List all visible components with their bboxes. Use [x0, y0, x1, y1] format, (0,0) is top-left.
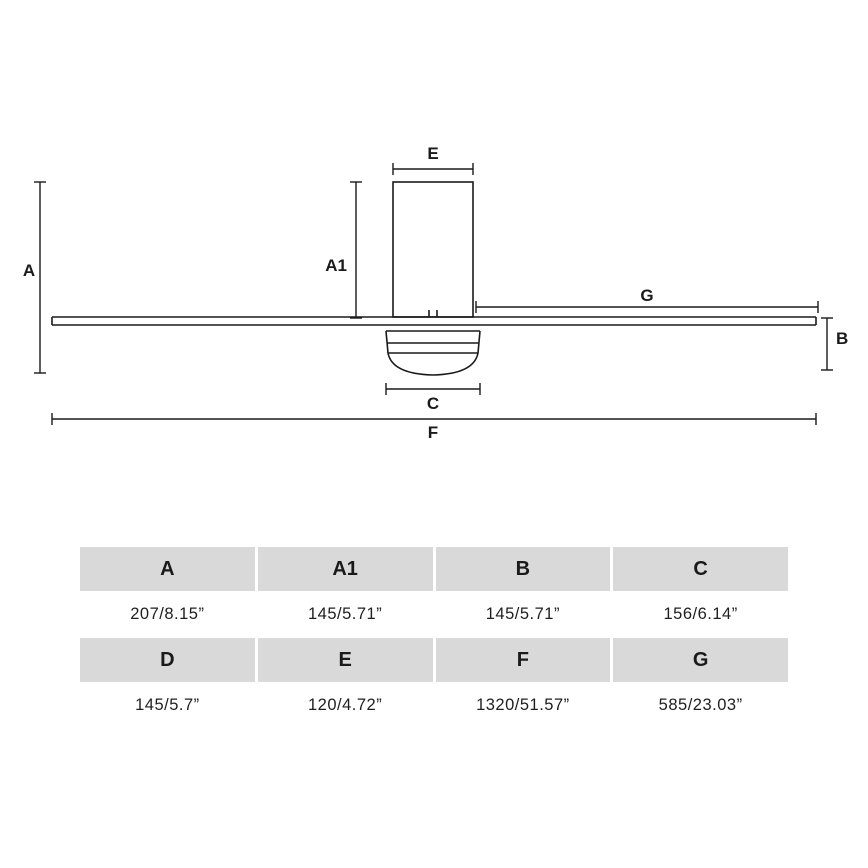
- dimension-line-a: [34, 181, 46, 374]
- dimension-line-a1: [350, 181, 362, 319]
- table-value-c: 156/6.14”: [613, 591, 788, 638]
- table-value-f: 1320/51.57”: [435, 682, 611, 729]
- table-header-b: B: [435, 547, 611, 591]
- dimension-label-a: A: [23, 261, 35, 280]
- table-value-g: 585/23.03”: [613, 682, 788, 729]
- motor-body: [392, 181, 474, 318]
- dimension-label-b: B: [836, 329, 848, 348]
- table-value-b: 145/5.71”: [435, 591, 611, 638]
- dimension-label-a1: A1: [325, 256, 347, 275]
- table-header-f: F: [435, 638, 611, 682]
- table-value-e: 120/4.72”: [257, 682, 433, 729]
- table-header-d: D: [80, 638, 255, 682]
- dimension-table: A A1 B C 207/8.15” 145/5.71” 145/5.71” 1…: [80, 547, 788, 729]
- fan-drawing: [51, 181, 817, 376]
- dimension-line-b: [821, 317, 833, 371]
- table-value-d: 145/5.7”: [80, 682, 255, 729]
- table-value-a: 207/8.15”: [80, 591, 255, 638]
- fan-blades: [51, 316, 817, 326]
- dimension-label-f: F: [428, 423, 438, 442]
- dimension-label-e: E: [427, 144, 438, 163]
- dimension-line-f: [51, 413, 817, 425]
- dimension-line-c: [385, 383, 481, 395]
- dimension-line-e: [392, 163, 474, 175]
- table-header-g: G: [613, 638, 788, 682]
- table-header-c: C: [613, 547, 788, 591]
- dimension-label-c: C: [427, 394, 439, 413]
- dimension-line-g: [475, 301, 819, 313]
- table-value-a1: 145/5.71”: [257, 591, 433, 638]
- table-header-a1: A1: [257, 547, 433, 591]
- fan-dimension-diagram: E A A1 G B C F: [23, 144, 848, 442]
- table-header-a: A: [80, 547, 255, 591]
- table-header-e: E: [257, 638, 433, 682]
- dimension-lines: [34, 163, 833, 425]
- light-kit: [385, 330, 481, 376]
- dimension-label-g: G: [640, 286, 653, 305]
